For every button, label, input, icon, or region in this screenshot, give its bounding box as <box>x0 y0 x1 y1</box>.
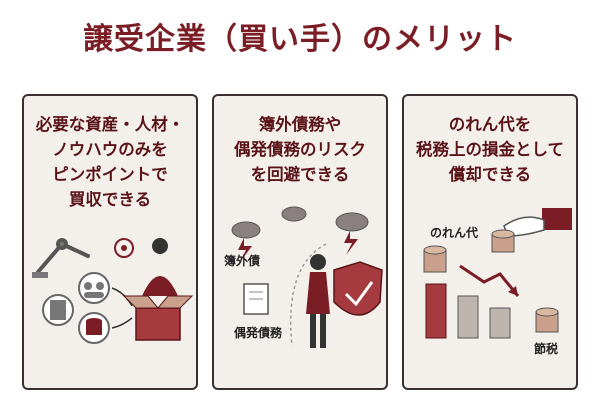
database-icon <box>78 312 110 344</box>
arrow-icon <box>111 287 133 329</box>
card-goodwill-tax: のれん代を 税務上の損金として 償却できる のれん代 節税 <box>402 94 578 390</box>
coin-stack-icon <box>423 229 559 333</box>
hand-icon <box>503 208 572 237</box>
off-balance-debt-label: 簿外債 <box>224 254 261 268</box>
deflect-arc <box>289 243 327 347</box>
tax-saving-label: 節税 <box>534 342 559 356</box>
building-icon <box>42 294 74 326</box>
risk-illustration <box>231 206 383 348</box>
card-risk-avoidance: 簿外債務や 偶発債務のリスク を回避できる <box>212 94 388 390</box>
lightning-icon <box>238 231 358 262</box>
card-heading: のれん代を 税務上の損金として 償却できる <box>415 115 564 184</box>
storm-cloud-icon <box>231 206 369 239</box>
card-targeted-acquisition: 必要な資産・人材・ ノウハウのみを ピンポイントで 買収できる <box>22 94 198 390</box>
contingent-debt-label: 偶発債務 <box>234 326 283 340</box>
card-heading: 簿外債務や 偶発債務のリスク を回避できる <box>234 115 366 184</box>
card-heading: 必要な資産・人材・ ノウハウのみを ピンポイントで 買収できる <box>35 115 185 209</box>
box-icon <box>122 295 194 341</box>
team-icon <box>78 272 110 304</box>
robot-arm-icon <box>32 238 90 278</box>
shield-icon <box>333 261 383 316</box>
page-title: 譲受企業（買い手）のメリット <box>83 22 517 57</box>
target-icon <box>114 238 134 258</box>
torn-document-icon <box>243 283 269 315</box>
person-icon <box>142 238 178 296</box>
person-icon <box>306 254 330 348</box>
bar-chart-icon <box>425 283 511 339</box>
goodwill-label: のれん代 <box>430 226 479 240</box>
goodwill-illustration <box>423 208 572 339</box>
down-arrow-icon <box>459 264 520 297</box>
acquisition-illustration <box>32 238 194 344</box>
